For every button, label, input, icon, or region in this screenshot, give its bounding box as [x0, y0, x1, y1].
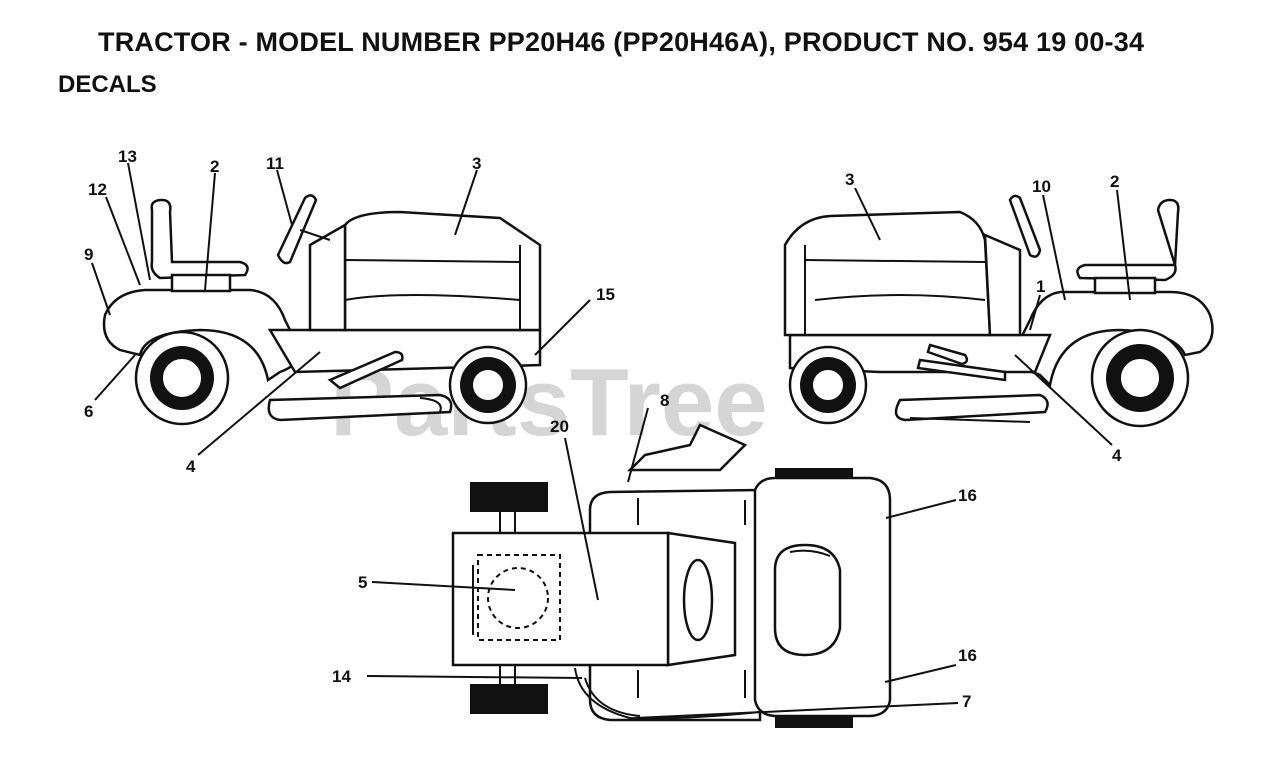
callout-label: 4: [1112, 446, 1122, 465]
callout-label: 5: [358, 573, 367, 592]
callout-label: 6: [84, 402, 93, 421]
top-view-callouts: 8 20 16 5 14 16 7: [332, 391, 977, 711]
callout-label: 3: [472, 154, 481, 173]
left-view-callouts: 13 12 2 11 3 9 6 4 15: [84, 147, 615, 476]
callout-label: 20: [550, 417, 569, 436]
callout-label: 1: [1036, 277, 1045, 296]
callout-label: 16: [958, 486, 977, 505]
callout-label: 8: [660, 391, 669, 410]
callout-label: 12: [88, 180, 107, 199]
top-view-tractor: [366, 407, 959, 728]
callout-label: 3: [845, 170, 854, 189]
callout-label: 4: [186, 457, 196, 476]
callout-label: 2: [210, 157, 219, 176]
right-view-callouts: 3 10 2 1 4: [845, 170, 1122, 465]
callout-label: 15: [596, 285, 615, 304]
callout-label: 7: [962, 692, 971, 711]
callout-label: 14: [332, 667, 351, 686]
callout-label: 10: [1032, 177, 1051, 196]
section-title: DECALS: [58, 71, 157, 98]
callout-label: 16: [958, 646, 977, 665]
callout-label: 13: [118, 147, 137, 166]
right-side-tractor: [783, 187, 1214, 446]
callout-label: 11: [266, 154, 284, 173]
page-title: TRACTOR - MODEL NUMBER PP20H46 (PP20H46A…: [98, 27, 1145, 57]
callout-label: 2: [1110, 172, 1119, 191]
left-side-tractor: [91, 162, 591, 456]
callout-label: 9: [84, 245, 93, 264]
